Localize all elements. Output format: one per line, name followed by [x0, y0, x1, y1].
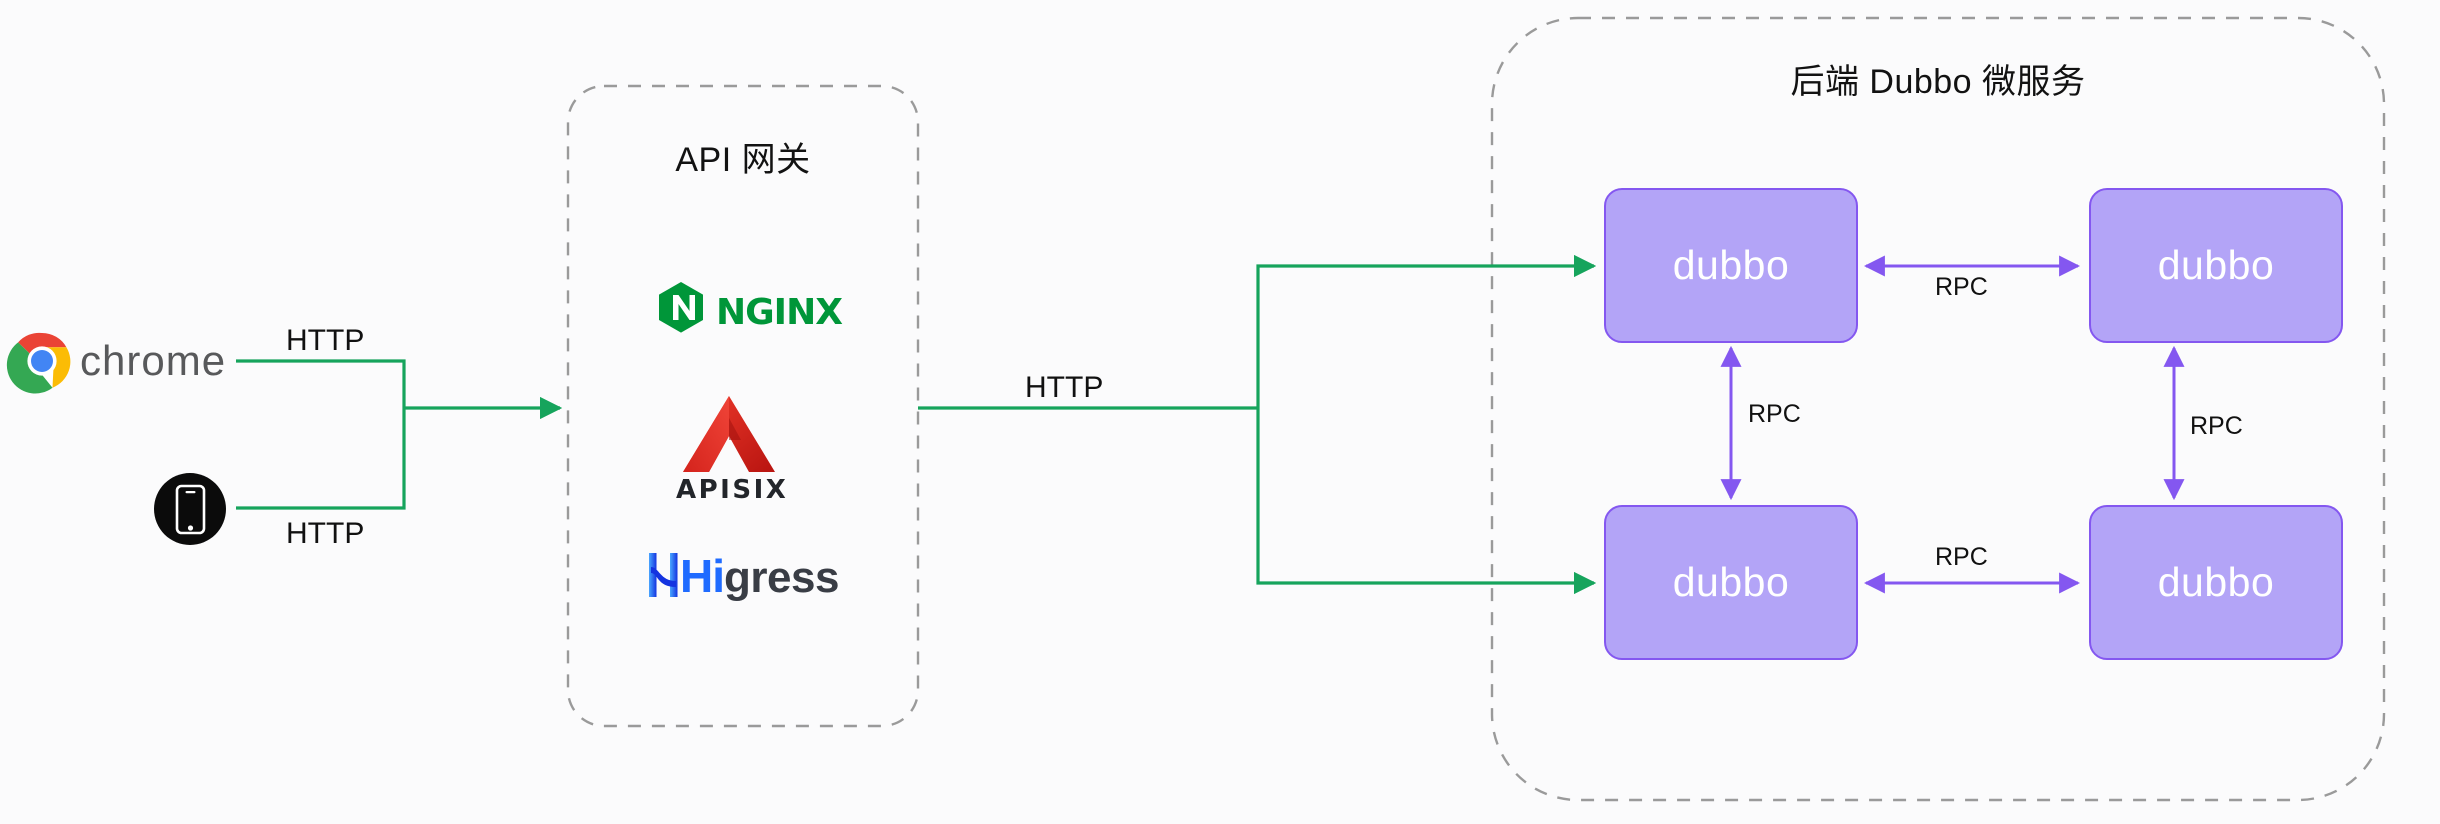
- dubbo-node-label: dubbo: [1672, 242, 1790, 288]
- higress-wordmark-secondary: gress: [724, 553, 839, 602]
- dubbo-node-label: dubbo: [2157, 559, 2275, 605]
- dubbo-node-top-right[interactable]: dubbo: [2089, 188, 2343, 343]
- nginx-wordmark: NGINX: [716, 292, 843, 333]
- apisix-wordmark: APISIX: [676, 475, 789, 505]
- mobile-phone-icon: [154, 473, 226, 545]
- dubbo-node-label: dubbo: [2157, 242, 2275, 288]
- connector-services-split-top: [1256, 254, 1597, 408]
- rpc-label-right-vertical: RPC: [2190, 412, 2243, 440]
- apisix-chevron-icon: [683, 396, 775, 472]
- api-gateway-container: [566, 84, 920, 728]
- backend-services-container: [1490, 16, 2386, 802]
- edge-label-http-gateway: HTTP: [1025, 371, 1104, 404]
- connector-services-split-bottom: [1256, 408, 1597, 595]
- backend-services-title: 后端 Dubbo 微服务: [1790, 63, 2086, 101]
- api-gateway-title: API 网关: [675, 141, 811, 179]
- dubbo-node-top-left[interactable]: dubbo: [1604, 188, 1858, 343]
- rpc-label-left-vertical: RPC: [1748, 400, 1801, 428]
- edge-label-http-chrome: HTTP: [286, 324, 365, 357]
- higress-wordmark: Hi gress: [680, 549, 839, 603]
- rpc-label-bottom-horizontal: RPC: [1935, 543, 1988, 571]
- edge-label-http-mobile: HTTP: [286, 517, 365, 550]
- rpc-label-top-horizontal: RPC: [1935, 273, 1988, 301]
- dubbo-node-bottom-right[interactable]: dubbo: [2089, 505, 2343, 660]
- chrome-label: chrome: [80, 337, 227, 384]
- chrome-logo-icon: [6, 332, 71, 394]
- dubbo-node-label: dubbo: [1672, 559, 1790, 605]
- dubbo-node-bottom-left[interactable]: dubbo: [1604, 505, 1858, 660]
- connector-mobile-http: [236, 408, 406, 510]
- connector-chrome-http: [236, 359, 406, 408]
- higress-wordmark-primary: Hi: [680, 550, 725, 602]
- nginx-hexagon-icon: [659, 282, 703, 333]
- higress-logo-icon: [649, 553, 678, 597]
